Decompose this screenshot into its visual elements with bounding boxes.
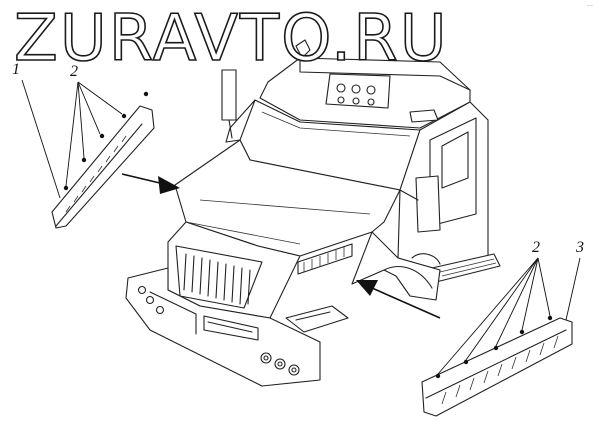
arrow-to-grille-right-icon <box>356 280 441 319</box>
callout-fastener-right: 2 <box>532 239 540 256</box>
truck-cab <box>125 39 501 387</box>
callout-fastener-left: 2 <box>70 63 78 80</box>
left-trim-strip <box>51 105 155 229</box>
left-rivets <box>63 91 149 191</box>
right-trim-strip <box>421 317 573 417</box>
arrow-to-hood-left-icon <box>121 173 180 194</box>
rivet-icon-group <box>63 91 553 379</box>
leader-lines <box>21 79 581 375</box>
corner-mark: –– <box>587 2 593 9</box>
right-rivets <box>435 315 553 379</box>
callout-part-1: 1 <box>12 61 20 78</box>
callout-part-3: 3 <box>576 239 584 256</box>
